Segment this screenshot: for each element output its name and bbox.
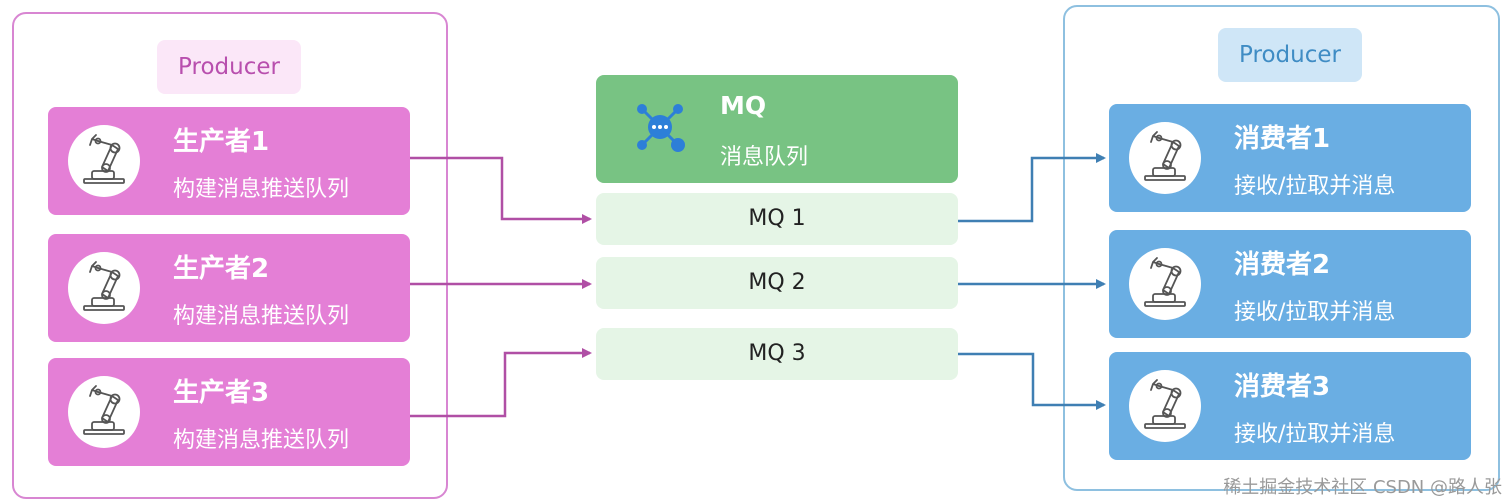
queue-box: MQ 2 — [596, 257, 958, 309]
consumer-subtitle: 接收/拉取并消息 — [1234, 422, 1396, 447]
consumer-card: 消费者1 接收/拉取并消息 — [1109, 104, 1471, 212]
consumer-title: 消费者1 — [1234, 124, 1331, 154]
consumer-card: 消费者3 接收/拉取并消息 — [1109, 352, 1471, 460]
consumer-subtitle: 接收/拉取并消息 — [1234, 300, 1396, 325]
consumer-title: 消费者2 — [1234, 250, 1331, 280]
consumer-title: 消费者3 — [1234, 372, 1331, 402]
mq-title: MQ — [720, 91, 767, 120]
queue-box: MQ 1 — [596, 193, 958, 245]
consumer-card: 消费者2 接收/拉取并消息 — [1109, 230, 1471, 338]
producer-card: 生产者3 构建消息推送队列 — [48, 358, 410, 466]
producer-group-label: Producer — [157, 40, 301, 94]
consumer-subtitle: 接收/拉取并消息 — [1234, 174, 1396, 199]
consumer-group-label: Producer — [1218, 28, 1362, 82]
producer-title: 生产者1 — [173, 127, 270, 157]
robot-arm-icon — [68, 125, 140, 197]
producer-title: 生产者2 — [173, 254, 270, 284]
watermark: 稀土掘金技术社区 CSDN @路人张 — [1223, 477, 1502, 498]
producer-card: 生产者2 构建消息推送队列 — [48, 234, 410, 342]
queue-box: MQ 3 — [596, 328, 958, 380]
network-hub-icon — [637, 104, 685, 152]
producer-subtitle: 构建消息推送队列 — [173, 304, 350, 329]
producer-group — [12, 12, 448, 499]
producer-subtitle: 构建消息推送队列 — [173, 428, 350, 453]
producer-card: 生产者1 构建消息推送队列 — [48, 107, 410, 215]
mq-subtitle: 消息队列 — [720, 145, 809, 170]
consumer-group — [1063, 5, 1500, 491]
producer-subtitle: 构建消息推送队列 — [173, 177, 350, 202]
robot-arm-icon — [68, 376, 140, 448]
robot-arm-icon — [1129, 370, 1201, 442]
mq-header: MQ 消息队列 — [596, 75, 958, 183]
robot-arm-icon — [1129, 122, 1201, 194]
producer-title: 生产者3 — [173, 378, 270, 408]
robot-arm-icon — [1129, 248, 1201, 320]
robot-arm-icon — [68, 252, 140, 324]
